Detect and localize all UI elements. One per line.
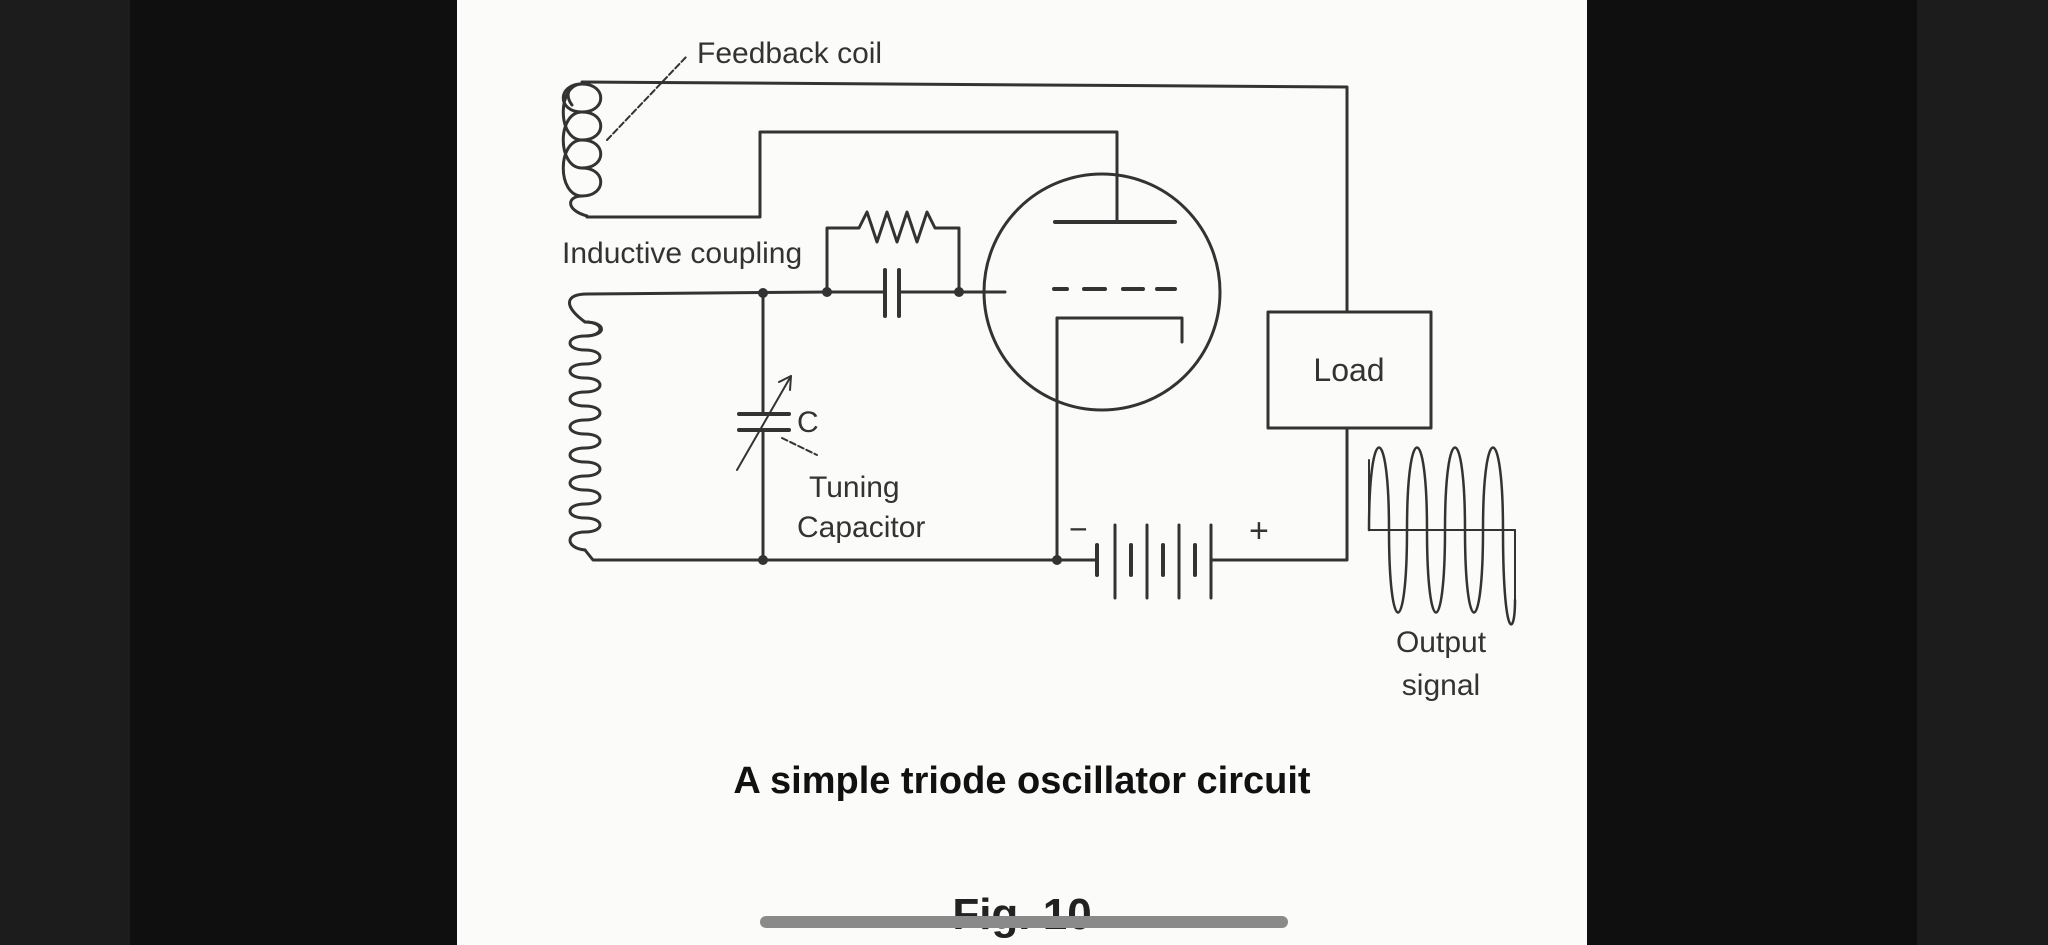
feedback-label-leader <box>606 55 688 141</box>
left-outer-margin <box>0 0 130 945</box>
feedback-plate-wire <box>585 130 1119 222</box>
tuning-label-line2: Capacitor <box>797 511 925 544</box>
feedback-coil <box>561 82 603 218</box>
tank-top-wire <box>585 290 829 296</box>
triode-tube <box>982 172 1222 412</box>
horizontal-scrollbar[interactable] <box>760 916 1288 928</box>
oscillator-circuit-diagram: Feedback coil Inductive coupling <box>561 37 1517 702</box>
output-signal-label-line2: signal <box>1402 669 1480 702</box>
c-label: C <box>797 406 819 439</box>
figure-caption: A simple triode oscillator circuit <box>733 760 1311 802</box>
tuning-label-line1: Tuning <box>809 471 900 504</box>
output-signal-waveform <box>1367 446 1517 626</box>
right-inner-margin <box>1587 0 1917 945</box>
output-signal-label-line1: Output <box>1396 626 1487 659</box>
right-outer-margin <box>1917 0 2048 945</box>
tuning-capacitor <box>736 291 792 562</box>
junction-dot <box>758 555 768 565</box>
bottom-wire <box>583 548 1099 562</box>
load-label: Load <box>1313 352 1384 388</box>
tuning-label-leader <box>781 437 818 456</box>
load-box <box>1266 310 1433 430</box>
feedback-coil-label: Feedback coil <box>697 37 882 70</box>
grid-leak-network <box>822 210 964 318</box>
figure-number: Fig. 10 <box>952 890 1092 939</box>
tuned-coil <box>568 292 603 552</box>
inductive-coupling-label: Inductive coupling <box>562 237 802 270</box>
battery-minus-label: − <box>1069 511 1088 547</box>
left-inner-margin <box>130 0 457 945</box>
battery-plus-label: + <box>1249 512 1269 550</box>
document-page: Feedback coil Inductive coupling <box>457 0 1587 945</box>
feedback-top-wire <box>580 80 1349 312</box>
battery <box>1055 428 1349 600</box>
